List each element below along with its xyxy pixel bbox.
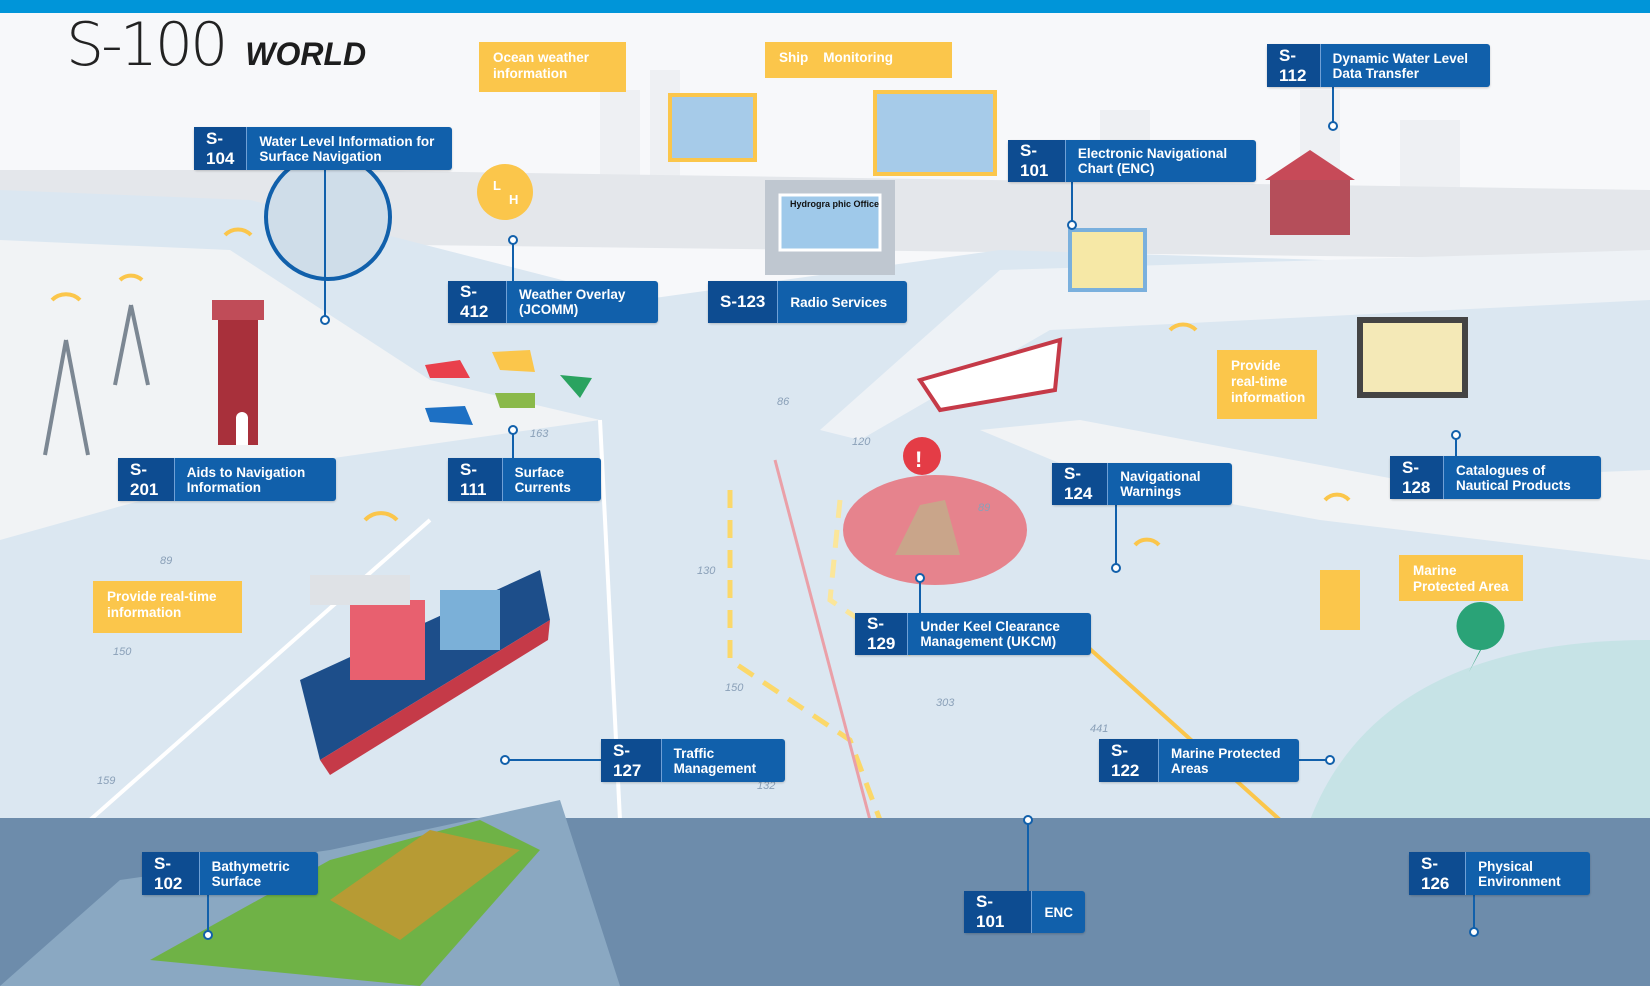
patrol-boat-icon (916, 337, 1063, 413)
marine-protected-area (1310, 640, 1650, 820)
label-text: Marine Protected Areas (1171, 745, 1281, 776)
depth-sounding: 132 (757, 780, 776, 792)
label-s201[interactable]: S-201 Aids to Navigation Information (118, 458, 336, 501)
label-code: S-112 (1267, 44, 1321, 87)
warning-pin-icon (903, 437, 941, 475)
ship-monitoring-screen (873, 90, 997, 176)
weather-pressure-icon (477, 164, 533, 220)
top-brand-bar (0, 0, 1650, 13)
label-text: Catalogues of Nautical Products (1456, 462, 1571, 493)
label-code: S-111 (448, 458, 503, 501)
label-s128[interactable]: S-128 Catalogues of Nautical Products (1390, 456, 1601, 499)
water-level-inset (264, 153, 392, 281)
high-pressure-symbol: H (509, 192, 518, 207)
label-text: Traffic Management (673, 745, 757, 776)
label-s122[interactable]: S-122 Marine Protected Areas (1099, 739, 1299, 782)
label-s104[interactable]: S-104 Water Level Information for Surface… (194, 127, 452, 170)
label-code: S-124 (1052, 463, 1109, 505)
lighthouse-icon (212, 300, 264, 445)
label-text: Water Level Information for Surface Navi… (259, 133, 435, 164)
label-code: S-127 (601, 739, 662, 782)
label-s123[interactable]: S-123 Radio Services (708, 281, 907, 323)
label-code: S-102 (142, 852, 200, 895)
radio-tower-icon (43, 304, 150, 456)
title-main: S-100 (66, 10, 228, 80)
label-text: Bathymetric Surface (211, 858, 290, 889)
label-s126[interactable]: S-126 Physical Environment (1409, 852, 1590, 895)
depth-sounding: 441 (1090, 723, 1109, 735)
label-code: S-412 (448, 281, 508, 323)
label-code: S-123 (708, 281, 779, 323)
label-text: Aids to Navigation Information (186, 464, 306, 495)
label-text: Weather Overlay (JCOMM) (519, 287, 626, 317)
depth-sounding: 89 (160, 555, 173, 567)
wifi-icon (50, 227, 1351, 547)
label-s124[interactable]: S-124 Navigational Warnings (1052, 463, 1232, 505)
label-s101-enc-chart[interactable]: S-101 Electronic Navigational Chart (ENC) (1008, 140, 1256, 182)
label-s112[interactable]: S-112 Dynamic Water Level Data Transfer (1267, 44, 1490, 87)
ecdis-display (1357, 317, 1468, 398)
callout-realtime-left: Provide real-time information (93, 581, 242, 633)
label-text: Surface Currents (514, 464, 571, 495)
callout-marine-protected-area: Marine Protected Area (1399, 555, 1523, 601)
monitor-screen (668, 93, 757, 162)
container-ship-icon (300, 570, 550, 775)
label-s101-enc[interactable]: S-101 ENC (964, 891, 1085, 933)
shield-pin-icon (1456, 602, 1505, 672)
page-title: S-100 WORLD (66, 10, 366, 80)
label-s129[interactable]: S-129 Under Keel Clearance Management (UK… (855, 613, 1091, 655)
title-sub: WORLD (245, 36, 367, 72)
depth-sounding: 163 (530, 428, 549, 440)
rock-icon (895, 500, 960, 555)
hydrographic-office-sign: Hydrogra phic Office (790, 199, 879, 209)
label-code: S-201 (118, 458, 175, 501)
depth-sounding: 120 (852, 436, 871, 448)
label-code: S-104 (194, 127, 248, 170)
label-s111[interactable]: S-111 Surface Currents (448, 458, 601, 501)
label-code: S-129 (855, 613, 909, 655)
label-text: Under Keel Clearance Management (UKCM) (920, 619, 1060, 649)
label-text: ENC (1044, 904, 1073, 920)
label-text: Electronic Navigational Chart (ENC) (1077, 146, 1228, 176)
label-text: Radio Services (790, 294, 888, 310)
label-code: S-128 (1390, 456, 1445, 499)
tide-station-icon (1270, 180, 1350, 235)
label-code: S-101 (1008, 140, 1066, 182)
label-s412[interactable]: S-412 Weather Overlay (JCOMM) (448, 281, 658, 323)
current-arrow-icon (425, 360, 470, 378)
warning-exclamation: ! (915, 447, 923, 472)
depth-sounding: 159 (97, 775, 116, 787)
buoy-icon (1320, 570, 1360, 630)
depth-sounding: 150 (725, 682, 744, 694)
depth-sounding: 86 (777, 396, 790, 408)
label-code: S-126 (1409, 852, 1467, 895)
low-pressure-symbol: L (493, 178, 501, 193)
label-text: Navigational Warnings (1120, 469, 1201, 499)
callout-ocean-weather: Ocean weather information (479, 42, 626, 92)
label-text: Dynamic Water Level Data Transfer (1332, 50, 1468, 81)
label-code: S-122 (1099, 739, 1160, 782)
label-s127[interactable]: S-127 Traffic Management (601, 739, 785, 782)
enc-display (1068, 228, 1147, 292)
label-s102[interactable]: S-102 Bathymetric Surface (142, 852, 318, 895)
callout-ship-monitoring: Ship Monitoring (765, 42, 952, 78)
callout-realtime-right: Provide real-time information (1217, 350, 1317, 419)
depth-sounding: 150 (113, 646, 132, 658)
label-code: S-101 (964, 891, 1033, 933)
depth-sounding: 89 (978, 502, 991, 514)
depth-sounding: 130 (697, 565, 716, 577)
label-text: Physical Environment (1478, 858, 1561, 889)
depth-sounding: 303 (936, 697, 955, 709)
